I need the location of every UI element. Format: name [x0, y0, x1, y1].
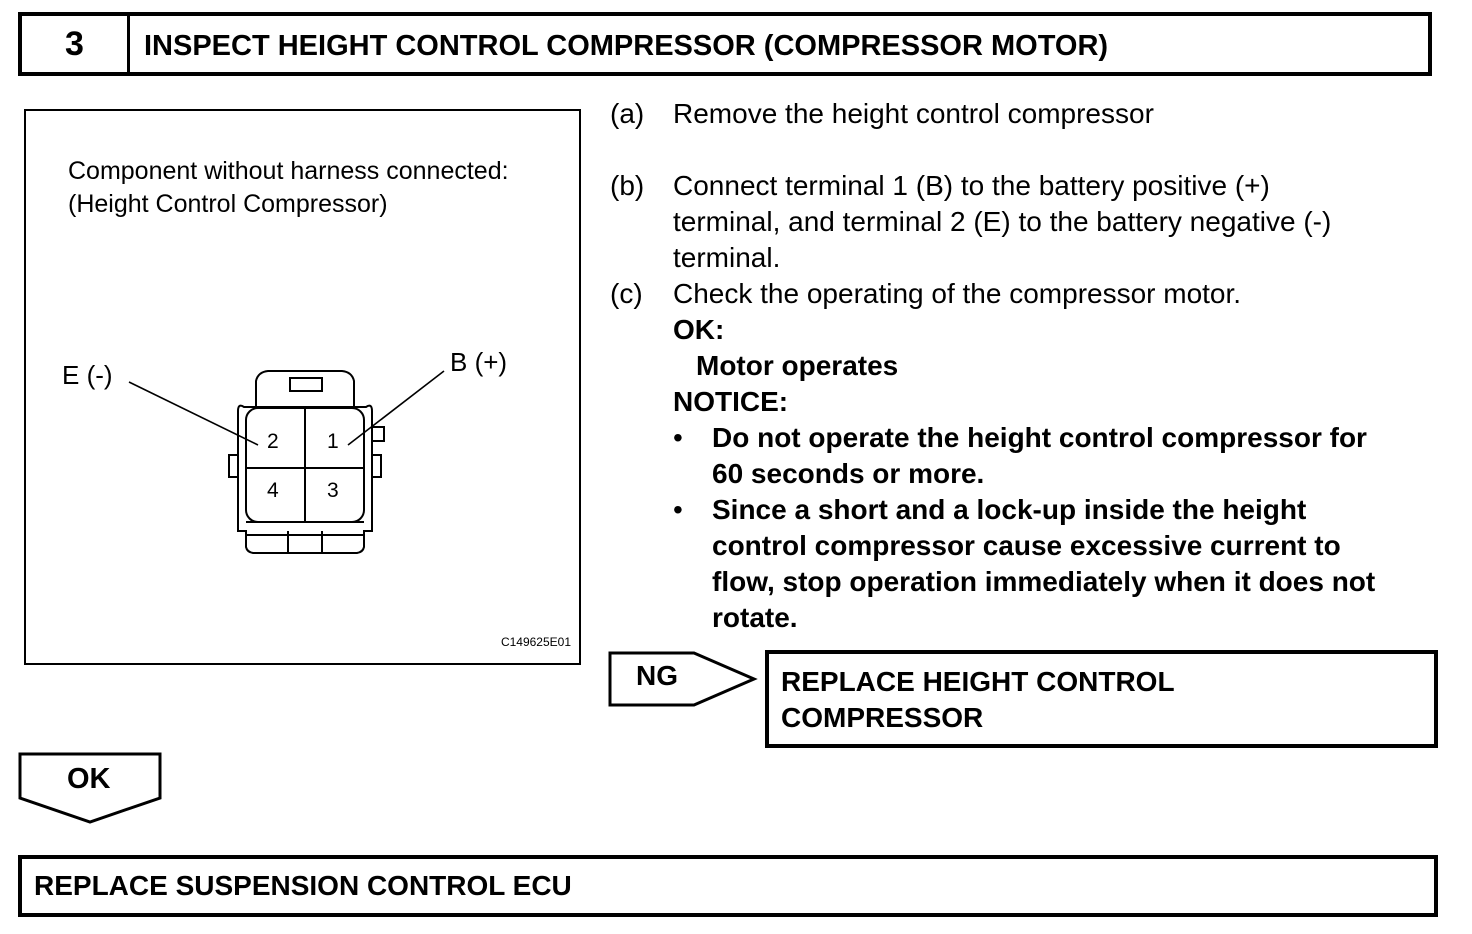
ok-arrow-icon — [18, 752, 162, 824]
bullet-icon: • — [673, 422, 683, 453]
step-title: INSPECT HEIGHT CONTROL COMPRESSOR (COMPR… — [144, 30, 1109, 62]
step-header: 3 INSPECT HEIGHT CONTROL COMPRESSOR (COM… — [18, 12, 1432, 76]
ng-label: NG — [636, 660, 678, 691]
instruction-b-line-2: terminal, and terminal 2 (E) to the batt… — [673, 206, 1332, 237]
instruction-c: (c) Check the operating of the compresso… — [610, 276, 1450, 636]
notice-2-line-3: flow, stop operation immediately when it… — [712, 566, 1376, 597]
ok-label: OK — [67, 763, 111, 795]
ng-arrow-icon — [608, 651, 758, 707]
instruction-b-letter: (b) — [610, 170, 645, 201]
notice-item-1: • Do not operate the height control comp… — [673, 420, 1450, 492]
ng-result-box: REPLACE HEIGHT CONTROL COMPRESSOR — [765, 650, 1438, 748]
connector-diagram — [128, 370, 445, 554]
pin-3: 3 — [327, 479, 339, 502]
ok-result-box: REPLACE SUSPENSION CONTROL ECU — [18, 855, 1438, 917]
notice-2-line-1: Since a short and a lock-up inside the h… — [712, 494, 1307, 525]
pin-2: 2 — [267, 430, 279, 453]
instruction-c-text: Check the operating of the compressor mo… — [673, 278, 1242, 309]
figure-code: C149625E01 — [500, 635, 571, 649]
instruction-b-line-1: Connect terminal 1 (B) to the battery po… — [673, 170, 1270, 201]
connector-housing — [237, 404, 373, 554]
instruction-c-letter: (c) — [610, 278, 643, 309]
connector-illustration: Component without harness connected: (He… — [24, 109, 581, 665]
bullet-icon: • — [673, 494, 683, 525]
leader-line-positive — [347, 370, 445, 446]
ng-result-line-1: REPLACE HEIGHT CONTROL — [781, 666, 1175, 697]
instruction-a-text: Remove the height control compressor — [673, 98, 1154, 129]
instruction-b: (b) Connect terminal 1 (B) to the batter… — [610, 168, 1450, 276]
leader-line-negative — [128, 381, 259, 446]
notice-item-2: • Since a short and a lock-up inside the… — [673, 492, 1450, 636]
ng-result-line-2: COMPRESSOR — [781, 702, 984, 733]
terminal-label-positive: B (+) — [450, 347, 508, 377]
notice-1-line-2: 60 seconds or more. — [712, 458, 985, 489]
instruction-b-line-3: terminal. — [673, 242, 781, 273]
instruction-a-letter: (a) — [610, 98, 645, 129]
notice-2-line-4: rotate. — [712, 602, 798, 633]
instructions: (a) Remove the height control compressor… — [610, 96, 1450, 636]
notice-1-line-1: Do not operate the height control compre… — [712, 422, 1367, 453]
connector-latch — [255, 370, 355, 407]
pin-4: 4 — [267, 479, 279, 502]
caption-line-1: Component without harness connected: — [68, 157, 509, 185]
pin-1: 1 — [327, 430, 339, 453]
illustration-caption: Component without harness connected: (He… — [68, 155, 509, 221]
terminal-label-negative: E (-) — [62, 360, 113, 390]
ok-value: Motor operates — [696, 350, 899, 381]
notice-heading: NOTICE: — [673, 386, 789, 417]
notice-2-line-2: control compressor cause excessive curre… — [712, 530, 1341, 561]
ok-heading: OK: — [673, 314, 725, 345]
caption-line-2: (Height Control Compressor) — [68, 190, 388, 218]
instruction-a: (a) Remove the height control compressor — [610, 96, 1450, 132]
step-number: 3 — [22, 16, 130, 72]
